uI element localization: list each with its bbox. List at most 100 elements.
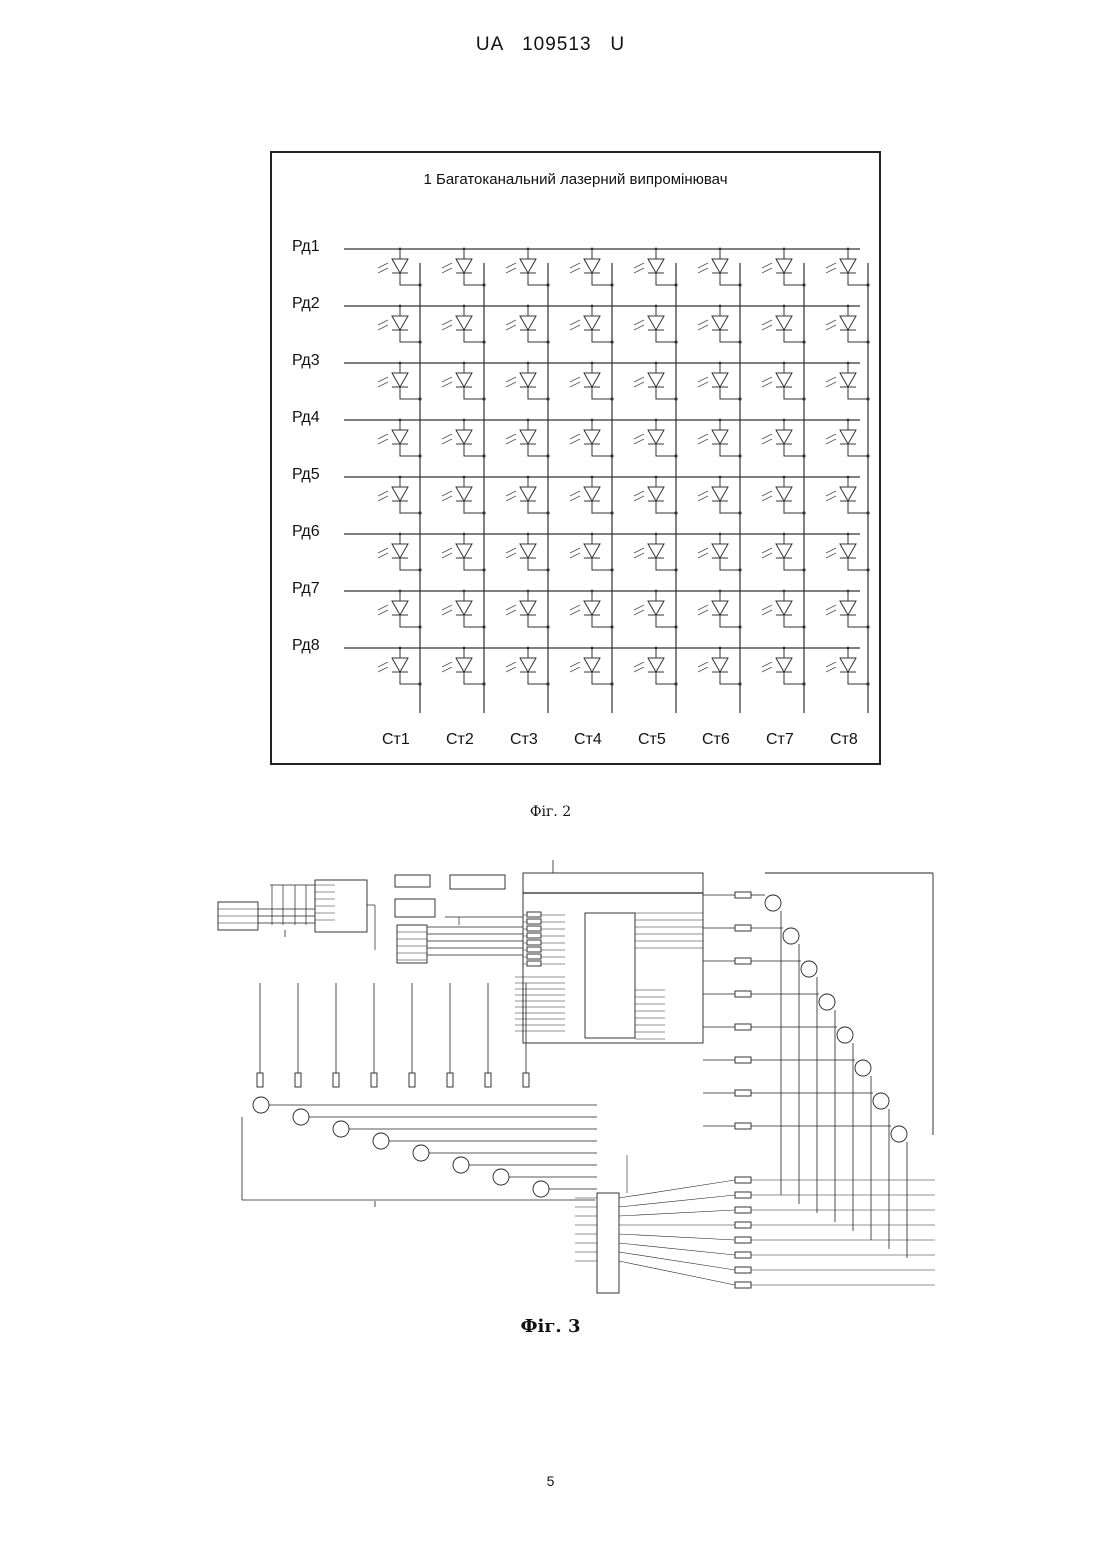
wire <box>619 1210 735 1216</box>
column-label: Ст7 <box>766 731 794 749</box>
pin-label-box <box>527 933 541 938</box>
transistor <box>783 928 799 944</box>
pin-label-box <box>527 940 541 945</box>
transistor <box>453 1157 469 1173</box>
base-resistor <box>735 958 751 964</box>
laser-diode <box>634 533 678 572</box>
transistor <box>493 1169 509 1185</box>
base-resistor <box>409 1073 415 1087</box>
laser-diode <box>378 362 422 401</box>
laser-diode <box>698 647 742 686</box>
wire <box>619 1252 735 1270</box>
wire <box>619 1180 735 1198</box>
laser-diode <box>826 476 870 515</box>
row-resistor <box>735 1252 751 1258</box>
page-number: 5 <box>0 1473 1101 1489</box>
laser-diode <box>570 533 614 572</box>
laser-diode <box>506 647 550 686</box>
column-label: Ст2 <box>446 731 474 749</box>
laser-diode <box>506 419 550 458</box>
laser-diode <box>378 248 422 287</box>
transistor <box>413 1145 429 1161</box>
transistor <box>891 1126 907 1142</box>
laser-diode <box>826 248 870 287</box>
transistor <box>765 895 781 911</box>
capacitor-block <box>450 875 505 889</box>
laser-diode <box>698 419 742 458</box>
laser-diode <box>442 533 486 572</box>
laser-diode <box>698 305 742 344</box>
laser-diode <box>634 419 678 458</box>
row-resistor <box>735 1282 751 1288</box>
pin-label-box <box>527 912 541 917</box>
column-label: Ст8 <box>830 731 858 749</box>
switch-block <box>397 925 427 963</box>
transistor <box>533 1181 549 1197</box>
row-label: Рд7 <box>292 580 320 598</box>
laser-diode <box>506 533 550 572</box>
transistor <box>333 1121 349 1137</box>
laser-diode <box>442 590 486 629</box>
laser-diode <box>826 362 870 401</box>
pin-label-box <box>527 947 541 952</box>
row-resistor <box>735 1177 751 1183</box>
laser-diode <box>634 248 678 287</box>
laser-diode <box>442 419 486 458</box>
base-resistor <box>485 1073 491 1087</box>
column-label: Ст3 <box>510 731 538 749</box>
pin-label-box <box>527 954 541 959</box>
pin-label-box <box>527 919 541 924</box>
figure-3-caption: Фіг. 3 <box>0 1316 1101 1337</box>
base-resistor <box>735 892 751 898</box>
laser-diode <box>570 419 614 458</box>
row-resistor <box>735 1267 751 1273</box>
row-resistor <box>735 1192 751 1198</box>
laser-diode <box>826 647 870 686</box>
figure-2-caption: Фіг. 2 <box>0 804 1101 820</box>
laser-diode <box>698 533 742 572</box>
laser-diode <box>762 647 806 686</box>
laser-diode <box>762 590 806 629</box>
base-resistor <box>295 1073 301 1087</box>
transistor <box>819 994 835 1010</box>
base-resistor <box>447 1073 453 1087</box>
laser-diode <box>826 305 870 344</box>
base-resistor <box>735 991 751 997</box>
transistor <box>293 1109 309 1125</box>
wire <box>619 1261 735 1285</box>
laser-diode <box>378 647 422 686</box>
laser-diode <box>442 305 486 344</box>
transistor <box>855 1060 871 1076</box>
laser-diode <box>762 305 806 344</box>
pin-label-box <box>527 961 541 966</box>
laser-diode <box>826 590 870 629</box>
laser-diode <box>442 476 486 515</box>
pin-label-box <box>527 926 541 931</box>
column-label: Ст5 <box>638 731 666 749</box>
laser-diode <box>762 248 806 287</box>
laser-diode <box>378 590 422 629</box>
transistor <box>837 1027 853 1043</box>
row-label: Рд8 <box>292 637 320 655</box>
row-label: Рд6 <box>292 523 320 541</box>
base-resistor <box>735 925 751 931</box>
laser-diode <box>506 248 550 287</box>
laser-diode <box>442 362 486 401</box>
laser-diode <box>698 476 742 515</box>
laser-diode <box>442 647 486 686</box>
laser-diode <box>762 419 806 458</box>
wire <box>619 1243 735 1255</box>
wire <box>619 1234 735 1240</box>
base-resistor <box>735 1024 751 1030</box>
row-label: Рд1 <box>292 238 320 256</box>
column-label: Ст4 <box>574 731 602 749</box>
base-resistor <box>257 1073 263 1087</box>
laser-diode <box>634 362 678 401</box>
matrix-diagram <box>272 153 879 763</box>
row-label: Рд3 <box>292 352 320 370</box>
laser-diode <box>506 362 550 401</box>
laser-diode <box>506 305 550 344</box>
wire <box>619 1195 735 1207</box>
laser-diode <box>762 533 806 572</box>
emitter-block <box>597 1193 619 1293</box>
